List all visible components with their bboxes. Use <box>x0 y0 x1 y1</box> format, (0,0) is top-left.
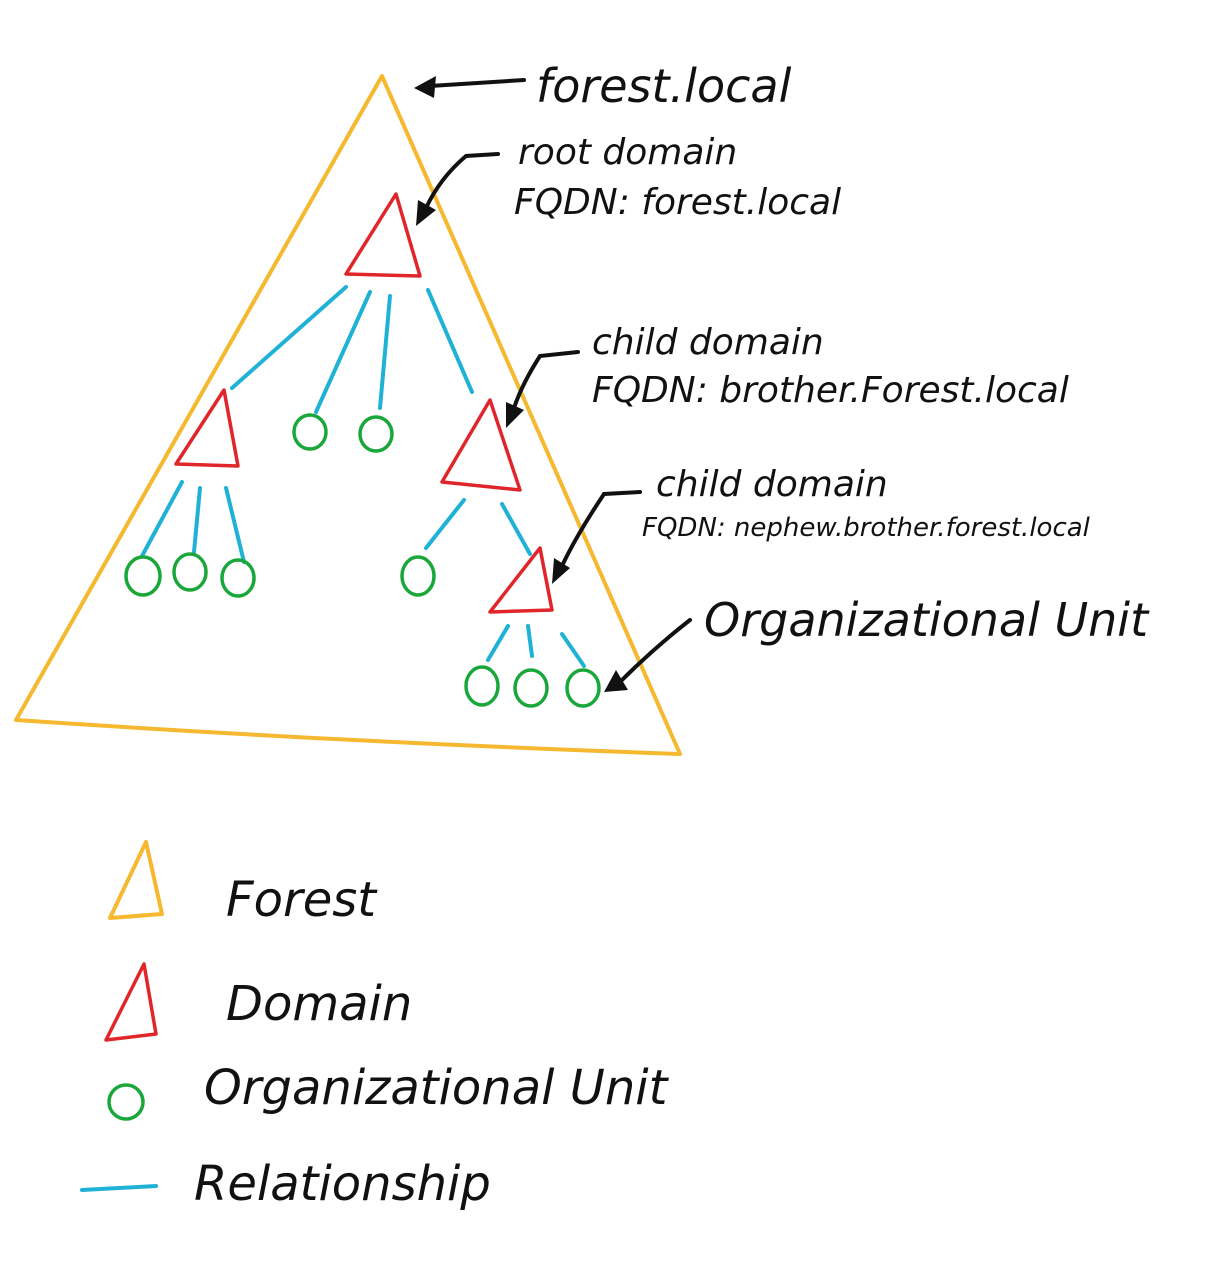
ou-circle <box>124 555 162 597</box>
arrow-ou <box>618 618 692 684</box>
ou-circle <box>358 415 394 453</box>
child-domain-1-title: child domain <box>592 322 824 363</box>
relationship-line <box>486 624 510 662</box>
arrow-child-domain-1 <box>512 350 580 410</box>
brother-domain-triangle <box>440 398 522 492</box>
arrow-child-domain-2-head <box>552 558 570 584</box>
relationship-line <box>526 624 534 658</box>
ou-circle <box>292 413 328 451</box>
arrow-root-domain <box>424 152 500 210</box>
organizational-units <box>124 413 601 708</box>
arrow-forest-head <box>414 76 436 98</box>
root-domain-fqdn: FQDN: forest.local <box>514 182 841 223</box>
ou-circle <box>464 665 500 707</box>
legend: Forest Domain Organizational Unit Relati… <box>80 840 670 1212</box>
legend-relationship-icon <box>80 1184 158 1192</box>
ou-circle <box>220 558 256 598</box>
child-domain-1-fqdn: FQDN: brother.Forest.local <box>592 370 1069 411</box>
arrow-child-domain-1-head <box>506 402 524 428</box>
nephew-domain-triangle <box>488 546 554 614</box>
annotation-arrows <box>414 76 692 692</box>
legend-forest-label: Forest <box>226 872 378 928</box>
ou-circle <box>513 668 549 708</box>
arrow-ou-head <box>604 670 628 692</box>
relationship-line <box>426 288 474 394</box>
forest-label: forest.local <box>536 59 792 113</box>
arrow-forest <box>428 78 526 88</box>
legend-ou-label: Organizational Unit <box>204 1060 670 1116</box>
root-domain-title: root domain <box>518 132 737 173</box>
relationship-line <box>500 502 532 556</box>
child-domain-2-fqdn: FQDN: nephew.brother.forest.local <box>642 513 1091 543</box>
forest-triangle <box>14 74 682 756</box>
ou-label: Organizational Unit <box>704 593 1150 647</box>
relationship-line <box>192 486 202 554</box>
root-domain-triangle <box>344 192 422 278</box>
ou-circle <box>400 555 436 597</box>
child-domain-2-title: child domain <box>656 464 888 505</box>
relationship-line <box>224 486 246 564</box>
legend-forest-icon <box>108 840 164 920</box>
ou-circle <box>565 668 601 708</box>
ou-circle <box>172 552 208 592</box>
relationship-lines <box>140 285 586 668</box>
legend-ou-icon <box>107 1083 145 1121</box>
relationship-line <box>230 285 348 390</box>
relationship-line <box>314 290 372 414</box>
relationship-line <box>424 498 466 550</box>
legend-domain-label: Domain <box>226 976 412 1032</box>
legend-relationship-label: Relationship <box>194 1156 491 1212</box>
arrow-root-domain-head <box>416 200 436 226</box>
child-domain-left-triangle <box>174 388 240 468</box>
legend-domain-icon <box>104 962 158 1042</box>
relationship-line <box>560 632 586 668</box>
arrow-child-domain-2 <box>560 490 642 568</box>
relationship-line <box>140 480 184 558</box>
relationship-line <box>378 294 392 410</box>
